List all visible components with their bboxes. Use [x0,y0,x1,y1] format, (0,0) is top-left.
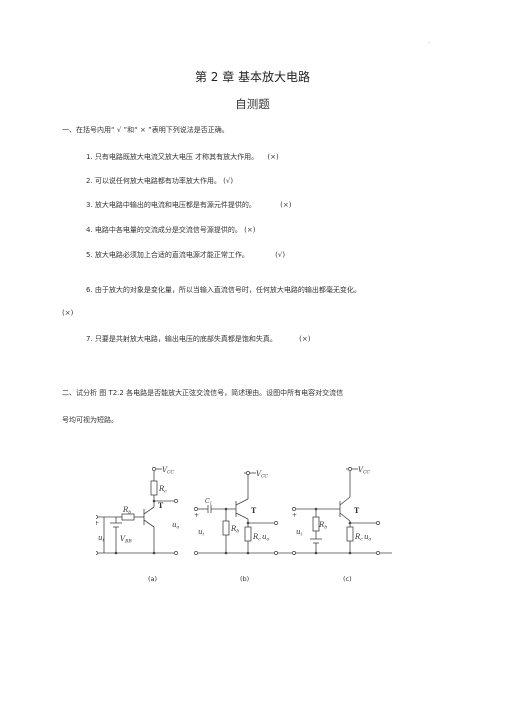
chapter-title: 第 2 章 基本放大电路 [194,70,311,84]
question-text: 1. 只有电路既放大电流又放大电压 才称其有放大作用。 [86,153,259,161]
question-text: 5. 放大电路必须加上合适的直流电源才能正常工作。 [86,251,249,259]
circuit-figure: VCC Rc Rb T ui VBB uo + VCC C1 Rb Rc T u… [96,466,392,555]
question-answer: (×) [280,201,292,209]
label-plus-b: + [194,512,199,519]
caption-c: (c) [343,575,352,583]
label-rc-a: Rc [158,485,167,495]
question-3: 3. 放大电路中输出的电流和电压都是有源元件提供的。 (×) [86,200,291,210]
question-answer: (×) [299,335,311,343]
caption-b: (b) [240,575,250,583]
label-ui-a: ui [98,534,105,544]
question-1: 1. 只有电路既放大电流又放大电压 才称其有放大作用。 (×) [86,152,279,162]
page-mark: . [428,38,430,45]
question-answer: (×) [244,226,256,234]
question-answer: (×) [267,153,279,161]
label-t-a: T [158,501,164,510]
label-rc-c: Rc [354,533,363,543]
label-uo-a: uo [172,521,180,531]
label-rb-a: Rb [122,506,131,516]
label-vcc-c: VCC [358,466,371,476]
label-plus-a: + [96,520,99,527]
section1-heading: 一、在括号内用“ √ ”和“ × ”表明下列说法是否正确。 [62,126,229,134]
label-t-b: T [251,506,257,515]
label-rb-b: Rb [230,525,239,535]
label-rc-b: Rc [252,533,261,543]
label-uo-b: uo [262,533,270,543]
label-plus-c: + [292,512,297,519]
label-t-c: T [354,506,360,515]
label-vcc-a: VCC [162,466,175,476]
label-ui-b: ui [198,528,205,538]
label-ui-c: ui [296,528,303,538]
section2-line1: 二、试分析 图 T2.2 各电路是否能放大正弦交流信号，简述理由。设图中所有电容… [62,389,344,397]
question-5: 5. 放大电路必须加上合适的直流电源才能正常工作。 (√) [86,250,285,260]
question-answer: (√) [275,251,286,259]
question-text: 4. 电路中各电量的交流成分是交流信号源提供的。 [86,226,242,234]
question-text: 2. 可以说任何放大电路都有功率放大作用。 [86,177,221,185]
section-subtitle: 自测题 [235,97,270,111]
circuit-a [96,468,176,554]
question-text: 7. 只要是共射放大电路，输出电压的底部失真都是饱和失真。 [86,335,277,343]
question-text: 3. 放大电路中输出的电流和电压都是有源元件提供的。 [86,201,256,209]
question-2: 2. 可以说任何放大电路都有功率放大作用。 (√) [86,176,233,186]
label-vcc-b: VCC [256,470,269,480]
circuit-b [196,472,292,554]
label-c1-b: C1 [205,498,212,506]
question-7: 7. 只要是共射放大电路，输出电压的底部失真都是饱和失真。 (×) [86,334,310,344]
question-6: 6. 由于放大的对象是变化量，所以当输入直流信号时，任何放大电路的输出都毫无变化… [86,286,361,294]
circuit-c [294,468,392,554]
label-uo-c: uo [364,533,372,543]
question-6-answer: (×) [62,309,74,317]
section2-line2: 号均可视为短路。 [62,416,118,424]
question-4: 4. 电路中各电量的交流成分是交流信号源提供的。 (×) [86,225,255,235]
label-vbb-a: VBB [120,535,132,545]
question-answer: (√) [223,177,234,185]
label-rb-c: Rb [318,521,327,531]
caption-a: (a) [148,575,158,583]
